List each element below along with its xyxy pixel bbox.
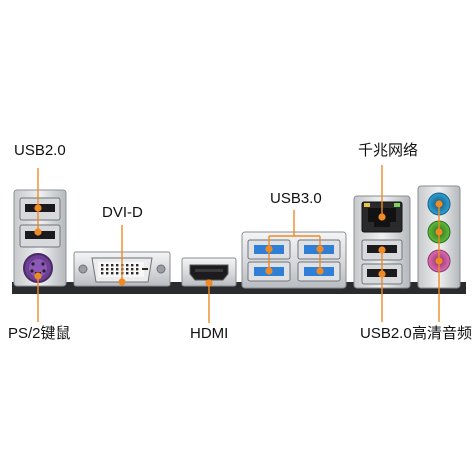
dvi-pin [126, 272, 129, 275]
callout-lines [34, 165, 443, 323]
dvi-pin [106, 264, 109, 267]
dvi-pin [126, 268, 129, 271]
label-lan: 千兆网络 [358, 142, 419, 159]
dvi-pin [131, 268, 134, 271]
label-ps2: PS/2键鼠 [8, 325, 71, 342]
dvi-pin [111, 268, 114, 271]
dvi-pin [111, 272, 114, 275]
callout-dot-usb2-left-a [34, 204, 42, 212]
label-usb2-right: USB2.0 [360, 325, 412, 342]
dvi-pin [131, 272, 134, 275]
callout-dot-lan [378, 213, 386, 221]
dvi-pin [131, 264, 134, 267]
callout-dot-dvi [118, 278, 126, 286]
dvi-pin [116, 264, 119, 267]
callout-dot-usb3-d [316, 267, 324, 275]
callout-dot-usb2-left-b [34, 228, 42, 236]
callout-dot-usb3-b [265, 267, 273, 275]
dvi-pin [101, 264, 104, 267]
label-dvi-d: DVI-D [102, 204, 143, 221]
dvi-pin [136, 264, 139, 267]
dvi-pin [101, 272, 104, 275]
callout-dot-ps2 [34, 272, 42, 280]
dvi-pin [136, 268, 139, 271]
dvi-blade [142, 268, 148, 270]
dvi-pin [106, 268, 109, 271]
label-hdmi: HDMI [190, 325, 229, 342]
callout-dot-audio-b [435, 228, 443, 236]
usb2-ps2-block [13, 189, 67, 287]
callout-dot-usb2-right-a [378, 246, 386, 254]
dvi-pin [101, 268, 104, 271]
dvi-pin [126, 264, 129, 267]
callout-dot-audio-a [435, 200, 443, 208]
dvi-pin [136, 272, 139, 275]
callout-dot-usb3-c [316, 245, 324, 253]
dvi-pin [116, 272, 119, 275]
dvi-pin [106, 272, 109, 275]
label-usb3: USB3.0 [270, 190, 322, 207]
label-usb2-left: USB2.0 [14, 142, 66, 159]
usb3-block [241, 231, 347, 289]
dvi-pin [116, 268, 119, 271]
callout-dot-audio-c [435, 257, 443, 265]
callout-dot-usb3-a [265, 245, 273, 253]
callout-dot-hdmi [205, 279, 213, 287]
label-audio: 高清音频 [412, 325, 473, 342]
dvi-pin [111, 264, 114, 267]
callout-dot-usb2-right-b [378, 270, 386, 278]
